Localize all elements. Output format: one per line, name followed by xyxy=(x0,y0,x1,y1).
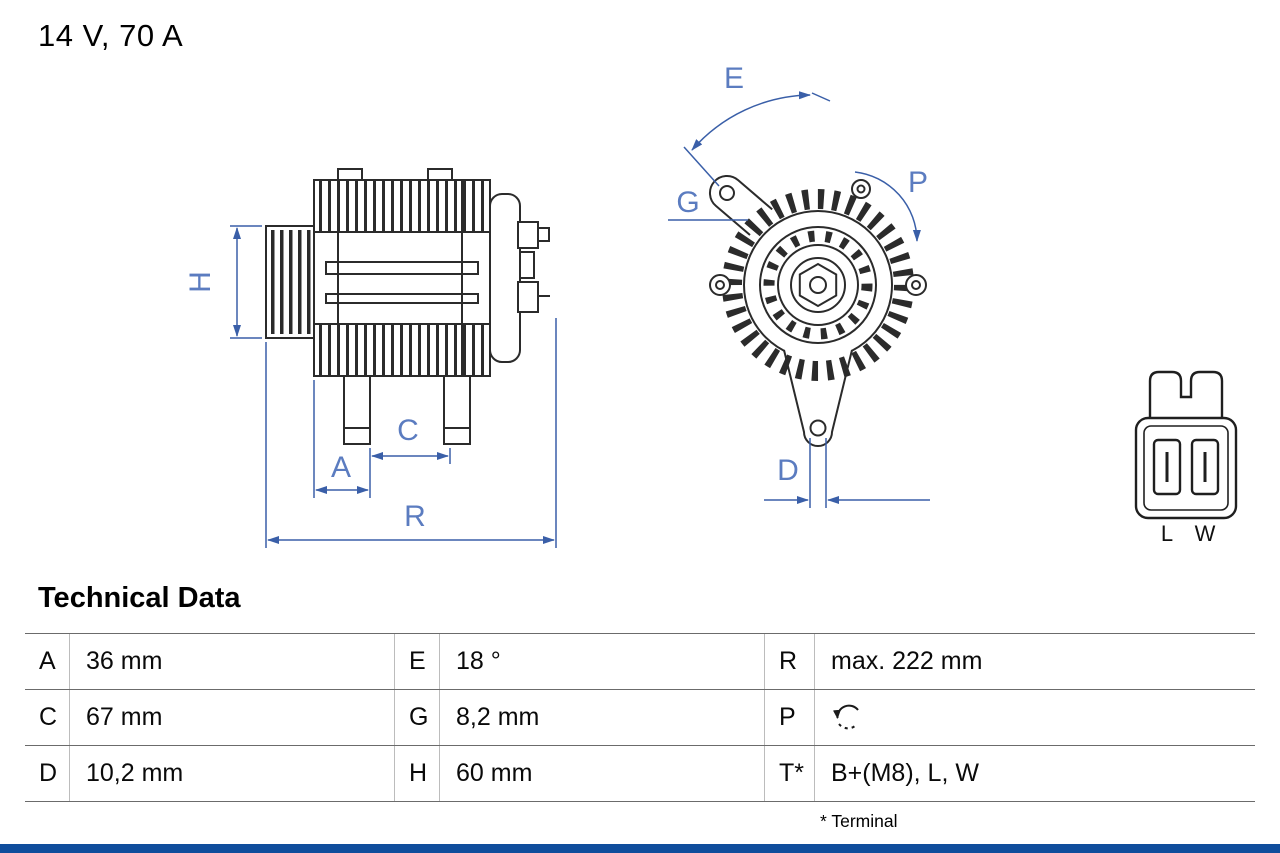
dimension-d: D xyxy=(764,438,930,508)
dimension-label-h: H xyxy=(184,271,217,293)
terminal-w-slot xyxy=(1190,438,1220,496)
spec-value-t: B+(M8), L, W xyxy=(831,759,979,787)
spec-key-p: P xyxy=(765,690,815,745)
dimension-c: C xyxy=(371,414,451,464)
cooling-slot-ring xyxy=(722,189,914,381)
technical-data-table: A 36 mm E 18 ° R max. 222 mm C 67 mm G 8… xyxy=(25,633,1255,802)
dimension-g: G xyxy=(668,186,748,221)
spec-value-h: 60 mm xyxy=(440,746,765,801)
rotation-direction-icon xyxy=(832,704,859,729)
spec-value-a: 36 mm xyxy=(70,634,395,689)
dimension-label-r: R xyxy=(404,500,426,533)
spec-key-e: E xyxy=(395,634,440,689)
spec-key-h: H xyxy=(395,746,440,801)
dimension-label-c: C xyxy=(397,414,419,447)
dimension-r: R xyxy=(265,318,557,548)
brand-color-bar xyxy=(0,844,1280,853)
dimension-h: H xyxy=(184,225,262,339)
dimension-e: E xyxy=(683,62,831,187)
lower-lug-hole xyxy=(809,419,827,437)
spec-value-p xyxy=(815,690,1255,745)
upper-mounting-lug xyxy=(709,175,773,236)
dimension-label-p: P xyxy=(908,166,928,199)
spec-key-c: C xyxy=(25,690,70,745)
spec-value-g: 8,2 mm xyxy=(440,690,765,745)
terminal-footnote: * Terminal xyxy=(820,811,898,831)
connector-prongs xyxy=(1148,370,1224,420)
alternator-front-view xyxy=(709,175,927,447)
spec-key-d: D xyxy=(25,746,70,801)
table-row: C 67 mm G 8,2 mm P xyxy=(25,690,1255,746)
pulley-nut xyxy=(798,262,838,308)
side-view-dimensions: H A C R xyxy=(184,225,557,548)
spec-key-g: G xyxy=(395,690,440,745)
technical-data-section: Technical Data A 36 mm E 18 ° R max. 222… xyxy=(25,582,1255,832)
rear-housing xyxy=(489,193,550,363)
left-ear xyxy=(709,274,731,296)
alternator-side-view xyxy=(265,168,550,445)
spec-value-c: 67 mm xyxy=(70,690,395,745)
connector-housing xyxy=(1134,416,1238,520)
table-row: A 36 mm E 18 ° R max. 222 mm xyxy=(25,634,1255,690)
spec-value-e: 18 ° xyxy=(440,634,765,689)
dimension-label-e: E xyxy=(724,62,744,95)
spec-key-a: A xyxy=(25,634,70,689)
dimension-label-g: G xyxy=(676,186,699,219)
connector-label-w: W xyxy=(1195,521,1216,546)
dimension-p: P xyxy=(854,166,928,242)
mounting-feet xyxy=(343,375,471,445)
product-diagram-svg: H A C R xyxy=(184,62,1238,548)
top-ear xyxy=(851,179,871,199)
stator-housing xyxy=(313,168,491,377)
front-view-dimensions: E G P D xyxy=(668,62,930,508)
table-row: D 10,2 mm H 60 mm T* B+(M8), L, W xyxy=(25,746,1255,802)
connector-view xyxy=(1134,370,1238,520)
spec-key-t: T* xyxy=(765,746,815,801)
spec-value-d: 10,2 mm xyxy=(70,746,395,801)
dimension-a: A xyxy=(313,380,371,498)
spec-key-r: R xyxy=(765,634,815,689)
dimension-label-d: D xyxy=(777,454,799,487)
upper-lug-hole xyxy=(719,185,735,201)
connector-label-l: L xyxy=(1161,521,1173,546)
technical-data-heading: Technical Data xyxy=(38,582,241,614)
dimension-label-a: A xyxy=(331,451,351,484)
terminal-l-slot xyxy=(1152,438,1182,496)
pulley xyxy=(265,225,315,339)
spec-value-r: max. 222 mm xyxy=(831,647,983,675)
voltage-amperage-title: 14 V, 70 A xyxy=(38,18,184,53)
right-ear xyxy=(905,274,927,296)
